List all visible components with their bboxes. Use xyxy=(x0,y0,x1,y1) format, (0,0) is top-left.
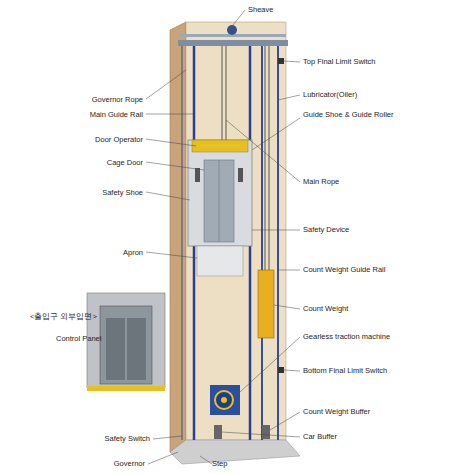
part-label: Cage Door xyxy=(107,158,143,167)
part-label: Governor xyxy=(114,459,145,468)
part-label: Safety Device xyxy=(303,225,349,234)
part-label: Safety Switch xyxy=(105,434,150,443)
part-label: Car Buffer xyxy=(303,432,337,441)
part-label: Top Final Limit Switch xyxy=(303,57,376,66)
part-label: Door Operator xyxy=(95,135,143,144)
part-label: Governor Rope xyxy=(92,95,143,104)
part-label: Guide Shoe & Guide Roller xyxy=(303,110,398,119)
part-label: Control Panel xyxy=(56,334,101,343)
part-label: Step xyxy=(212,459,227,468)
part-label: Bottom Final Limit Switch xyxy=(303,366,387,375)
part-label: Count Weight xyxy=(303,304,348,313)
part-label: Safety Shoe xyxy=(102,188,143,197)
part-label: Lubricator(Oiler) xyxy=(303,90,357,99)
part-label: Count Weight Guide Rail xyxy=(303,265,385,274)
part-label: Sheave xyxy=(248,5,273,14)
part-label: <출입구 외부입면> xyxy=(30,312,97,321)
part-label: Gearless traction machine xyxy=(303,332,390,341)
part-label: Main Guide Rail xyxy=(90,110,143,119)
part-label: Apron xyxy=(123,248,143,257)
part-label: Count Weight Buffer xyxy=(303,407,370,416)
part-label: Main Rope xyxy=(303,177,339,186)
